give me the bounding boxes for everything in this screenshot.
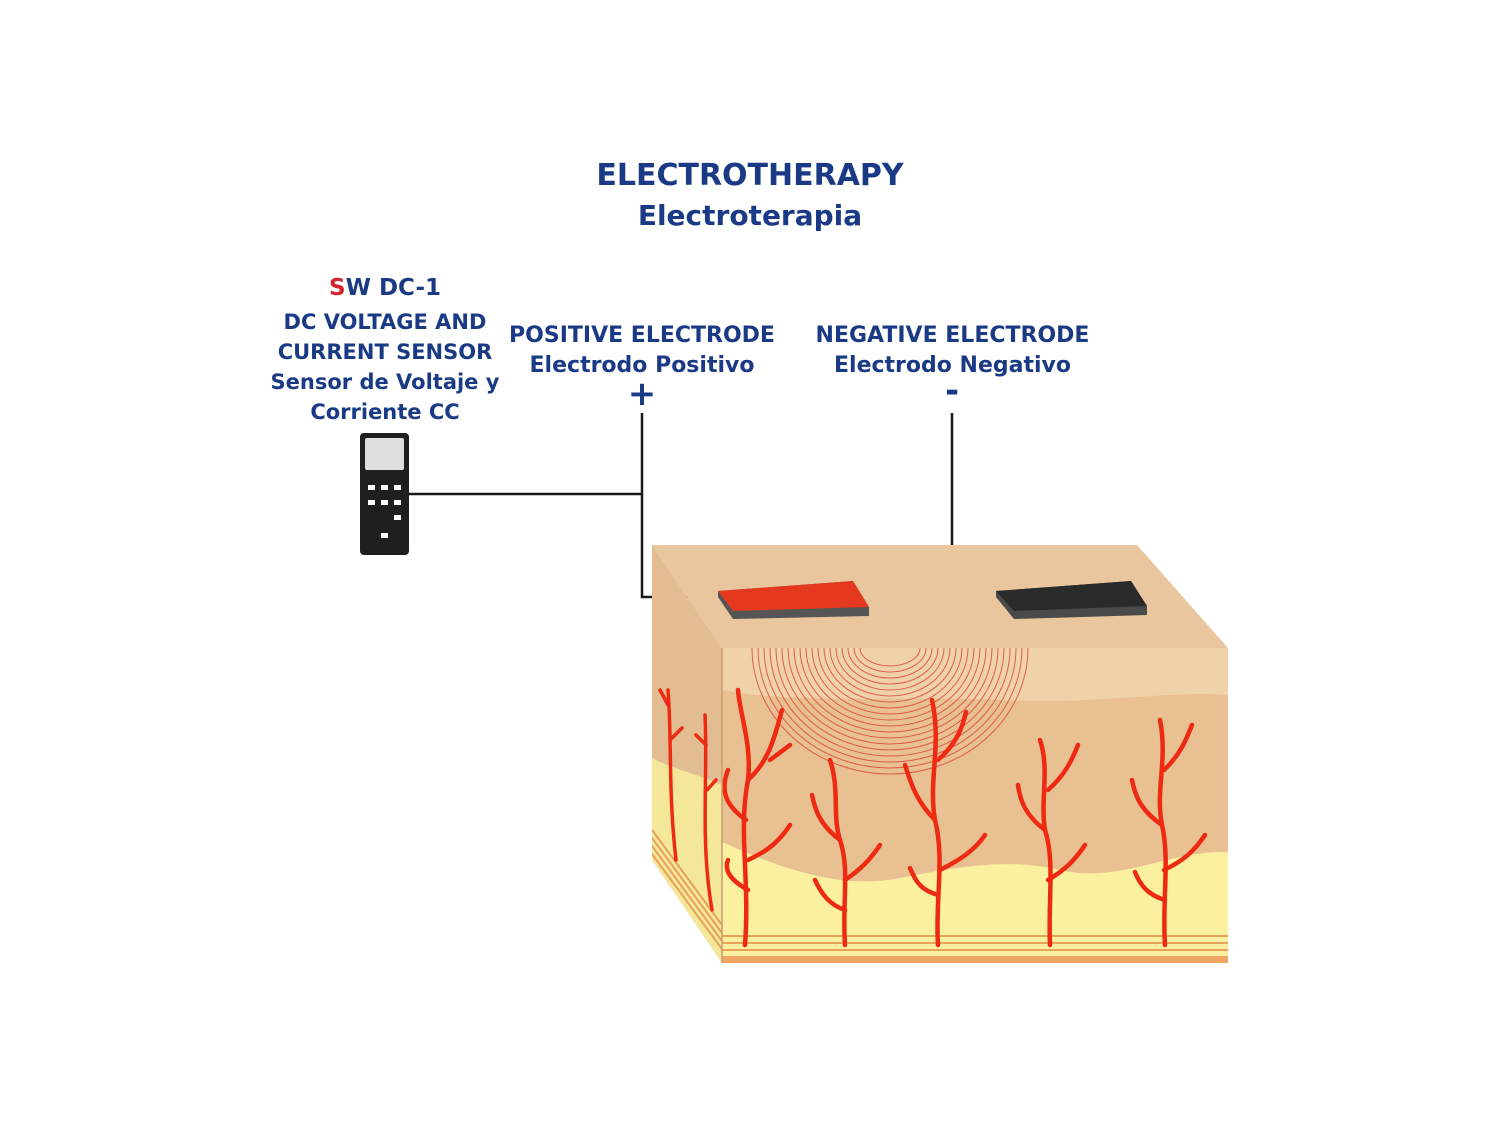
sensor-label-line4: Corriente CC <box>310 400 460 424</box>
sensor-keypad <box>368 485 401 538</box>
negative-electrode-label-es: Electrodo Negativo <box>834 353 1071 378</box>
negative-electrode-pad <box>996 581 1147 619</box>
positive-electrode-label-es: Electrodo Positivo <box>529 353 755 378</box>
skin-surface <box>652 545 1228 648</box>
negative-sign: - <box>944 371 960 411</box>
positive-sign: + <box>627 374 657 414</box>
diagram-subtitle: Electroterapia <box>637 199 863 232</box>
sensor-model-rest: W DC-1 <box>345 275 441 301</box>
positive-electrode-pad <box>718 581 869 619</box>
tissue-block <box>652 545 1228 963</box>
tissue-front-face <box>722 648 1228 963</box>
sensor-label-line2: CURRENT SENSOR <box>277 340 493 364</box>
muscle-layer <box>722 935 1228 951</box>
blood-vessels <box>722 687 1208 948</box>
sensor-label-line3: Sensor de Voltaje y <box>270 370 500 394</box>
positive-electrode-label: POSITIVE ELECTRODE <box>509 323 775 348</box>
sensor-device <box>360 433 409 555</box>
sensor-model-accent: S <box>328 275 346 301</box>
current-field-lines <box>751 648 1029 775</box>
negative-electrode-label: NEGATIVE ELECTRODE <box>815 323 1090 348</box>
sensor-model-label: SW DC-1 <box>240 273 530 303</box>
sensor-label-line1: DC VOLTAGE AND <box>283 310 487 334</box>
sensor-screen <box>365 438 404 470</box>
diagram-title: ELECTROTHERAPY <box>596 158 904 193</box>
